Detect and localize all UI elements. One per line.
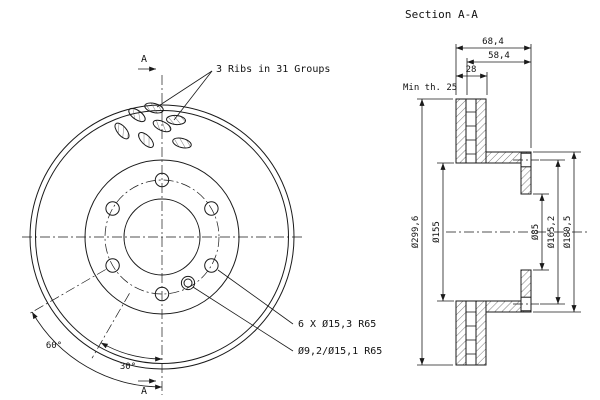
inboard-plate-section [475, 98, 487, 164]
rib-slot [144, 102, 164, 114]
ribs-annotation: 3 Ribs in 31 Groups [216, 64, 330, 75]
front-view [22, 75, 302, 395]
flange-section [520, 151, 532, 195]
rib-slot [172, 137, 192, 149]
dim-total-width: 68,4 [482, 37, 504, 47]
outer-diameter-circle [29, 104, 295, 370]
bolt-hole [204, 258, 219, 273]
pin-hole-inner [183, 278, 193, 288]
dim-bolt-circle-diameter: Ø165,2 [546, 216, 557, 249]
dim-bore-diameter: Ø85 [530, 224, 541, 240]
angle-dimension-arc-30 [100, 342, 163, 362]
dim-hat-diameter: Ø180,5 [562, 216, 573, 249]
angle-30-label: 30° [120, 362, 136, 372]
rib-slot [152, 119, 172, 133]
leader-line [173, 70, 213, 121]
section-title: Section A-A [405, 8, 478, 21]
rib-slot [166, 114, 186, 126]
angle-reference-line [91, 293, 130, 359]
bolt-hole [204, 201, 219, 216]
pin-hole-annotation: Ø9,2/Ø15,1 R65 [298, 345, 382, 357]
section-cut-label-bottom: A [141, 386, 147, 397]
dim-outer-diameter: Ø299,6 [410, 216, 421, 249]
hat-wall-section [485, 151, 522, 164]
bolt-hole [105, 201, 120, 216]
rib-slots [114, 102, 192, 149]
rib-slot [138, 132, 154, 148]
inboard-plate-section [475, 300, 487, 366]
rib-slot [128, 107, 146, 123]
flange-section [520, 269, 532, 313]
section-view [446, 98, 588, 366]
outboard-plate-section [455, 300, 467, 366]
dim-hat-depth: 58,4 [488, 51, 510, 61]
dim-disc-thickness: 28 [466, 65, 477, 75]
angle-dimension-arc-60 [31, 311, 163, 390]
hat-wall-section [485, 300, 522, 313]
bolt-holes-annotation: 6 X Ø15,3 R65 [298, 318, 376, 330]
bolt-holes [105, 172, 219, 302]
pin-hole-outer [180, 275, 196, 291]
leader-line [192, 286, 294, 352]
min-thickness-note: Min th. 25 [403, 83, 457, 93]
section-dimensions: 68,4 58,4 28 Min th. 25 Ø299,6 Ø155 Ø85 … [403, 37, 581, 366]
outboard-plate-section [455, 98, 467, 164]
bolt-hole [154, 286, 170, 302]
angle-60-label: 60° [46, 341, 62, 351]
angle-reference-line [27, 269, 106, 315]
front-view-annotations: A A 3 Ribs in 31 Groups 60° 30° 6 X Ø15,… [27, 54, 382, 397]
rib-slot [114, 122, 130, 140]
dim-vent-inner-diameter: Ø155 [431, 221, 442, 243]
bolt-circle-centerline [104, 179, 220, 295]
leader-line [217, 269, 294, 325]
hat-circle [84, 159, 240, 315]
section-cut-label-top: A [141, 54, 147, 65]
bolt-hole [105, 258, 120, 273]
leader-line [156, 70, 213, 108]
center-bore-circle [123, 198, 201, 276]
locating-pin-hole [180, 275, 196, 291]
bolt-hole [154, 172, 170, 188]
